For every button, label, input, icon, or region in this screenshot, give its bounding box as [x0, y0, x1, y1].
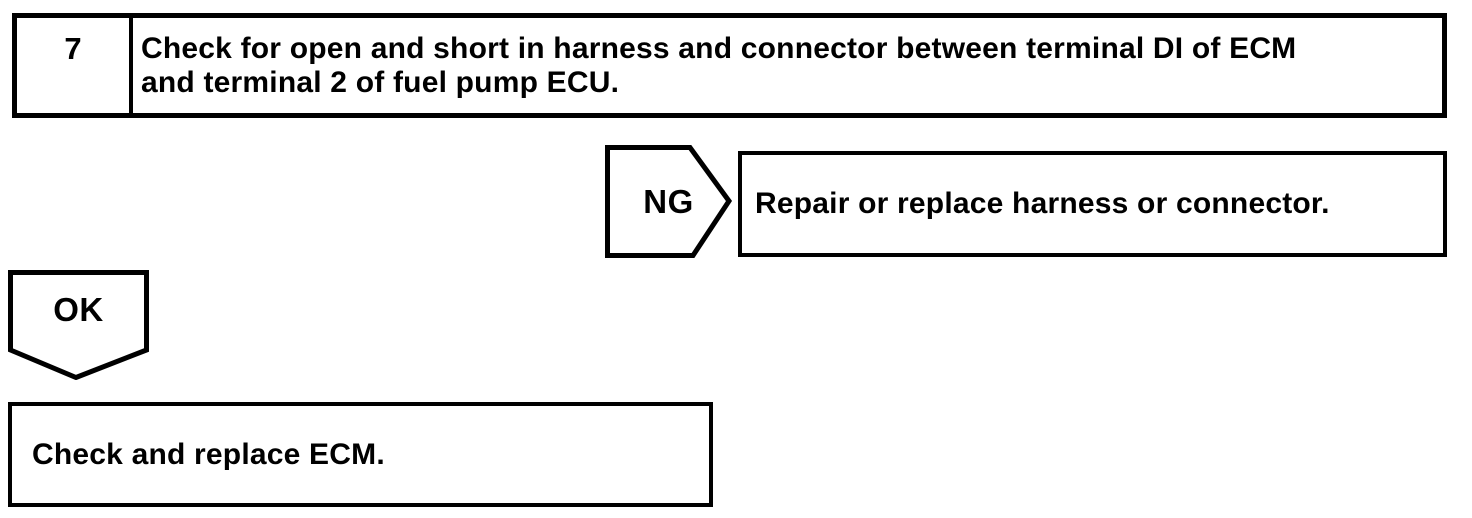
ng-label: NG — [643, 182, 694, 220]
ok-action-box: Check and replace ECM. — [8, 402, 713, 507]
ok-action-text: Check and replace ECM. — [32, 437, 385, 471]
step-instruction-line-1: Check for open and short in harness and … — [141, 31, 1297, 65]
ok-arrow-icon — [8, 270, 149, 380]
ng-connector: NG — [605, 145, 732, 258]
ok-connector: OK — [8, 270, 149, 380]
ng-action-text: Repair or replace harness or connector. — [755, 187, 1330, 220]
step-instruction-line-2: and terminal 2 of fuel pump ECU. — [141, 65, 620, 99]
step-instruction: Check for open and short in harness and … — [133, 18, 1442, 113]
ng-arrow-icon — [605, 145, 732, 258]
step-number: 7 — [17, 18, 133, 113]
ng-action-box: Repair or replace harness or connector. — [738, 151, 1447, 257]
step-box: 7 Check for open and short in harness an… — [12, 13, 1447, 118]
ok-label: OK — [53, 291, 104, 328]
